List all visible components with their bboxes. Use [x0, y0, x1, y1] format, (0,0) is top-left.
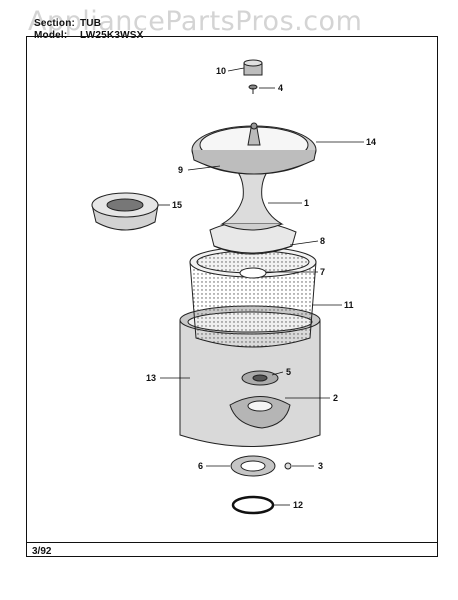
revision-date: 3/92 [32, 546, 52, 557]
callout-14: 14 [366, 137, 376, 147]
nut [284, 462, 292, 470]
callout-9: 9 [178, 165, 183, 175]
agitator [220, 167, 284, 231]
o-ring [231, 495, 275, 515]
callout-4: 4 [278, 83, 283, 93]
gasket [230, 455, 276, 477]
callout-12: 12 [293, 500, 303, 510]
tub-ring [191, 122, 317, 175]
section-label: Section: [34, 18, 76, 29]
callout-11: 11 [344, 300, 354, 310]
callout-5: 5 [286, 367, 291, 377]
balance-ring [91, 192, 159, 231]
callout-10: 10 [216, 66, 226, 76]
model-label: Model: [34, 30, 68, 41]
model-value: LW25K3WSX [80, 30, 144, 41]
callout-8: 8 [320, 236, 325, 246]
mounting-plate [209, 221, 297, 255]
hub-assembly [229, 396, 291, 429]
section-value: TUB [80, 18, 102, 29]
callout-3: 3 [318, 461, 323, 471]
callout-2: 2 [333, 393, 338, 403]
agitator-cap [243, 59, 263, 76]
inner-basket [189, 246, 317, 348]
screw [248, 84, 258, 94]
callout-15: 15 [172, 200, 182, 210]
callout-6: 6 [198, 461, 203, 471]
callout-1: 1 [304, 198, 309, 208]
footer-divider [26, 542, 438, 543]
callout-7: 7 [320, 267, 325, 277]
tub-seal [241, 370, 279, 386]
diagram-frame [26, 36, 438, 557]
leader-lines [158, 67, 364, 506]
callout-13: 13 [146, 373, 156, 383]
watermark: AppliancePartsPros.com [28, 6, 363, 37]
